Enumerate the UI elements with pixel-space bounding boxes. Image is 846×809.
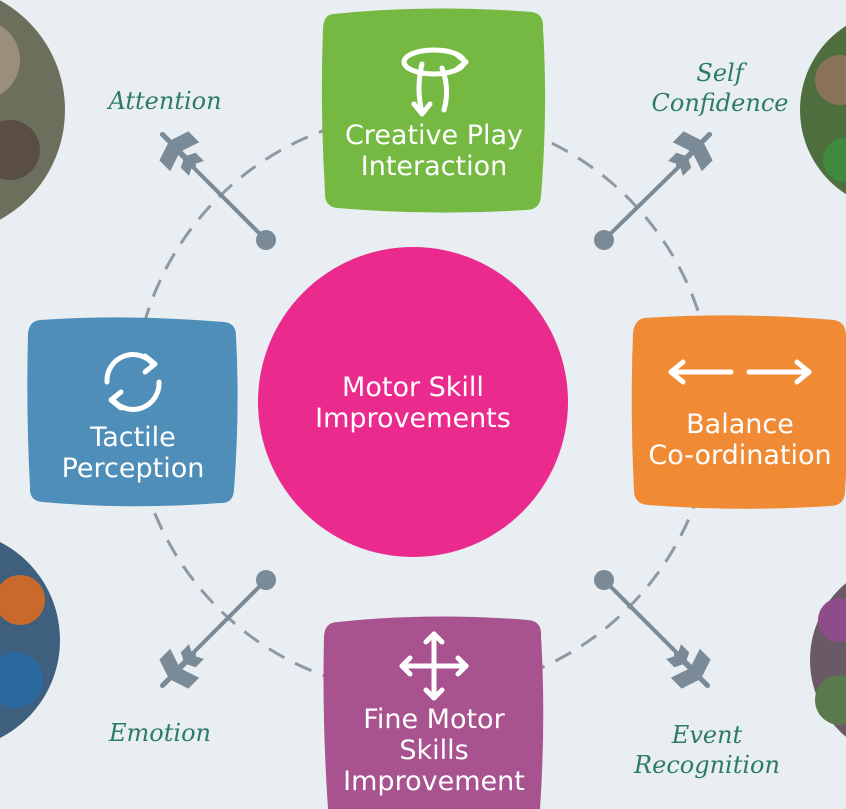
airplane-icon xyxy=(666,644,711,689)
photo-bottom-right xyxy=(810,583,846,737)
airplane-icon xyxy=(159,131,204,176)
four-way-arrows-icon xyxy=(396,628,472,704)
photo-top-left xyxy=(0,0,65,220)
cycle-arrows-icon xyxy=(93,342,173,422)
node-right-bg xyxy=(631,315,846,509)
outcome-self-confidence: Self Confidence xyxy=(651,59,789,117)
node-top-bg xyxy=(321,8,546,213)
loop-arrow-icon xyxy=(394,44,474,120)
node-balance-coordination: Balance Co-ordination xyxy=(634,322,846,506)
outcome-emotion: Emotion xyxy=(109,719,211,747)
node-tactile-perception: Tactile Perception xyxy=(30,322,236,504)
photo-bottom-left xyxy=(0,542,60,738)
center-circle xyxy=(258,247,568,557)
outcome-attention: Attention xyxy=(108,87,222,115)
node-fine-motor-skills: Fine Motor Skills Improvement xyxy=(326,624,542,809)
left-right-arrows-icon xyxy=(665,357,815,387)
node-balance-coordination-label: Balance Co-ordination xyxy=(648,409,832,471)
outcome-event-recognition: Event Recognition xyxy=(634,721,780,779)
airplane-icon xyxy=(668,131,713,176)
center-label: Motor Skill Improvements xyxy=(315,372,511,434)
airplane-icon xyxy=(159,644,204,689)
node-creative-play-label: Creative Play Interaction xyxy=(344,120,524,182)
node-tactile-perception-label: Tactile Perception xyxy=(61,422,205,484)
node-creative-play: Creative Play Interaction xyxy=(325,18,543,208)
node-fine-motor-skills-label: Fine Motor Skills Improvement xyxy=(343,704,525,797)
photo-top-right xyxy=(800,25,846,195)
node-bottom-bg xyxy=(323,616,544,809)
